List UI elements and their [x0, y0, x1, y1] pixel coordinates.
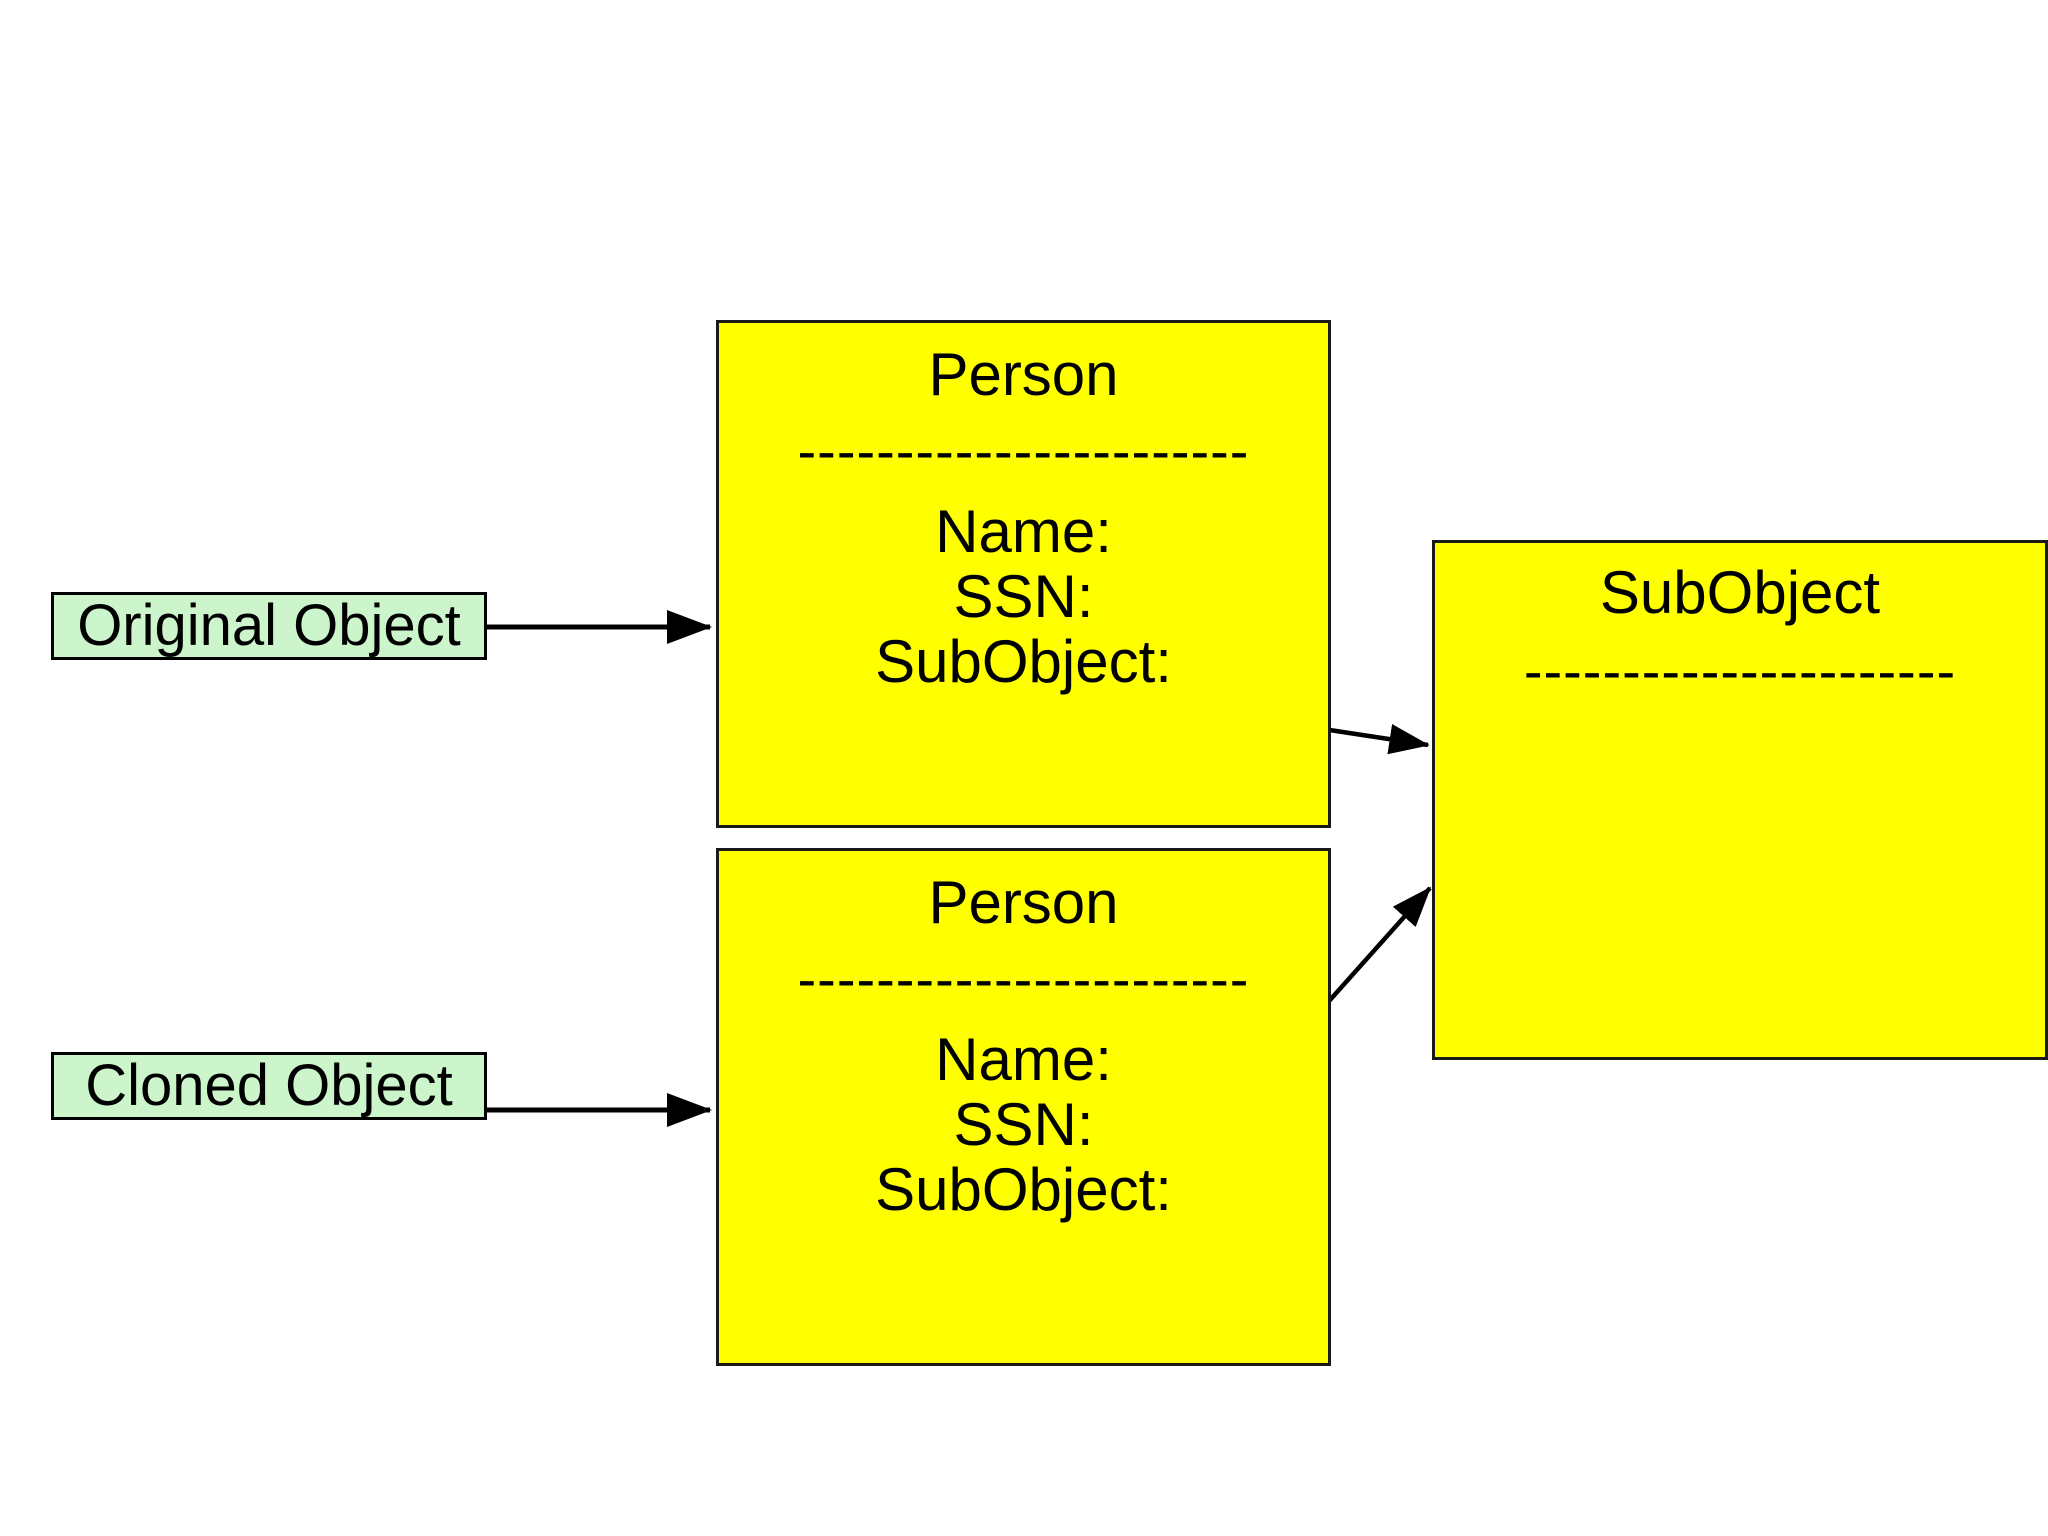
- legend-cloned-object[interactable]: Cloned Object: [51, 1052, 487, 1120]
- class-field-subobject: SubObject:: [875, 627, 1172, 695]
- class-fields-person-original: Name: SSN: SubObject:: [719, 498, 1328, 695]
- class-field-ssn: SSN:: [953, 562, 1094, 630]
- class-field-subobject: SubObject:: [875, 1155, 1172, 1223]
- class-separator-subobject: ----------------------: [1523, 643, 1957, 699]
- class-field-name: Name:: [935, 498, 1112, 565]
- class-box-subobject[interactable]: SubObject ----------------------: [1432, 540, 2048, 1060]
- class-separator-person-cloned: -----------------------: [797, 951, 1250, 1007]
- class-title-person-cloned: Person: [928, 869, 1119, 936]
- class-box-person-cloned[interactable]: Person ----------------------- Name: SSN…: [716, 848, 1331, 1366]
- class-title-person-original: Person: [928, 341, 1119, 408]
- legend-original-object[interactable]: Original Object: [51, 592, 487, 660]
- class-box-person-original[interactable]: Person ----------------------- Name: SSN…: [716, 320, 1331, 828]
- legend-cloned-object-label: Cloned Object: [85, 1053, 453, 1118]
- class-title-subobject: SubObject: [1599, 559, 1881, 626]
- class-fields-person-cloned: Name: SSN: SubObject:: [719, 1026, 1328, 1223]
- class-separator-person-original: -----------------------: [797, 423, 1250, 479]
- class-field-ssn: SSN:: [953, 1090, 1094, 1158]
- class-field-name: Name:: [935, 1026, 1112, 1093]
- legend-original-object-label: Original Object: [77, 593, 461, 658]
